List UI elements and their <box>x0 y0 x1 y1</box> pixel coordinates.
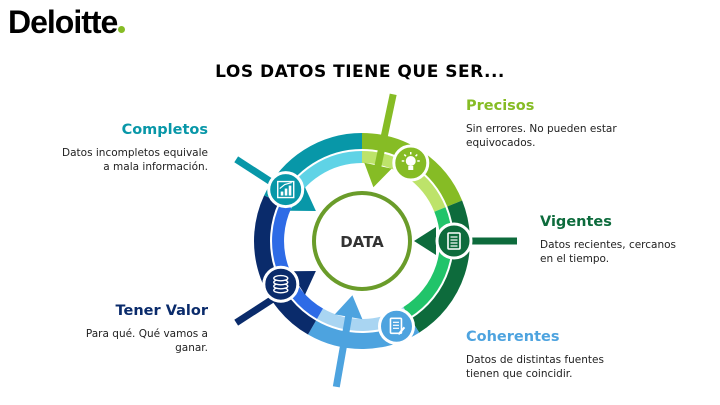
precisos-desc: Sin errores. No pueden estar equivocados… <box>466 123 617 149</box>
coins-icon <box>262 265 300 303</box>
icon-badges <box>262 144 473 345</box>
outer-ring-arc <box>410 200 470 333</box>
chart-icon <box>267 171 305 209</box>
vigentes-desc: Datos recientes, cercanos en el tiempo. <box>540 239 677 265</box>
center-circle <box>312 191 412 291</box>
coherentes-arrow <box>332 295 363 388</box>
deloitte-logo: Deloitte <box>8 4 126 41</box>
tener-valor-title: Tener Valor <box>115 303 208 319</box>
arrow-shaft <box>332 312 353 388</box>
arrow-head <box>289 187 316 211</box>
logo-dot <box>118 26 126 33</box>
vigentes-ring-segment <box>403 200 470 333</box>
arrow-shaft <box>373 93 397 171</box>
icon-badge-circle <box>378 307 415 345</box>
precisos-arrow <box>364 93 397 188</box>
arrow-head <box>334 295 363 320</box>
lightbulb-icon <box>392 144 430 182</box>
logo-text: Deloitte <box>8 4 118 40</box>
center-label: DATA <box>340 233 384 251</box>
completos-desc: Datos incompletos equivale a mala inform… <box>62 147 208 173</box>
icon-badge-circle <box>435 222 473 260</box>
page-title: LOS DATOS TIENE QUE SER... <box>215 62 505 82</box>
form-icon <box>378 307 415 345</box>
completos-title: Completos <box>121 122 208 138</box>
arrow-head <box>364 162 392 188</box>
arrow-head <box>414 227 436 255</box>
vigentes-title: Vigentes <box>540 214 612 230</box>
tener-valor-desc: Para qué. Qué vamos a ganar. <box>85 328 208 354</box>
precisos-title: Precisos <box>466 98 535 114</box>
document-icon <box>435 222 473 260</box>
outer-ring-arc <box>254 195 317 335</box>
inner-ring-arc <box>403 207 452 318</box>
coherentes-title: Coherentes <box>466 329 560 345</box>
coherentes-desc: Datos de distintas fuentes tienen que co… <box>466 354 604 380</box>
tener_valor-ring-segment <box>254 195 324 335</box>
